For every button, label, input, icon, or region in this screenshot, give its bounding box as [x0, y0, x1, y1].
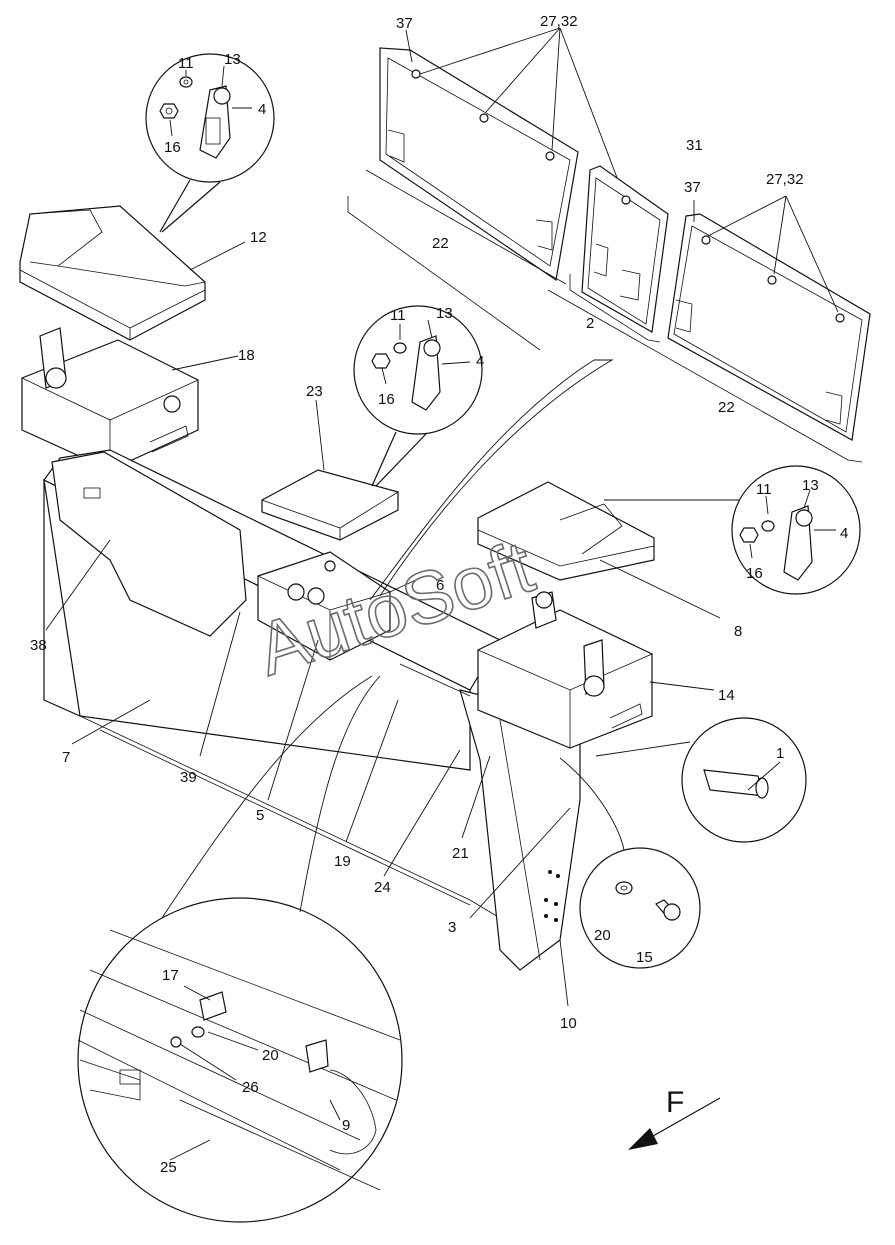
view-letter: F — [666, 1086, 684, 1119]
label-13: 13 — [224, 51, 241, 68]
label-15: 15 — [636, 949, 653, 966]
cover-12 — [19, 205, 246, 341]
label-6: 6 — [436, 577, 444, 594]
label-31: 31 — [686, 137, 703, 154]
label-20: 20 — [262, 1047, 279, 1064]
guide-arc — [369, 359, 614, 601]
cover-8 — [477, 481, 740, 619]
label-37: 37 — [684, 179, 701, 196]
label-8: 8 — [734, 623, 742, 640]
part-labels: 11 13 4 16 12 18 23 11 13 4 16 37 27,32 … — [30, 13, 848, 1176]
label-19: 19 — [334, 853, 351, 870]
label-22: 22 — [718, 399, 735, 416]
label-2: 2 — [586, 315, 594, 332]
panel-2 — [569, 165, 669, 343]
lid-23 — [261, 399, 399, 541]
view-direction-arrow — [628, 1097, 721, 1150]
detail-circle-items-20-15 — [559, 757, 701, 969]
label-9: 9 — [342, 1117, 350, 1134]
label-27-32: 27,32 — [766, 171, 804, 188]
label-17: 17 — [162, 967, 179, 984]
label-11: 11 — [178, 55, 194, 72]
label-10: 10 — [560, 1015, 577, 1032]
panel-22-left — [347, 27, 625, 351]
label-27-32: 27,32 — [540, 13, 578, 30]
label-24: 24 — [374, 879, 391, 896]
label-13: 13 — [436, 305, 453, 322]
label-18: 18 — [238, 347, 255, 364]
label-22: 22 — [432, 235, 449, 252]
detail-circle-large — [77, 675, 403, 1223]
label-11: 11 — [390, 307, 406, 324]
label-38: 38 — [30, 637, 47, 654]
panel-22-right — [547, 195, 871, 463]
label-16: 16 — [164, 139, 181, 156]
detail-circle-item-1 — [595, 717, 807, 843]
label-37: 37 — [396, 15, 413, 32]
label-39: 39 — [180, 769, 197, 786]
detail-circle-right — [731, 465, 861, 595]
latch-icon — [199, 85, 231, 159]
label-23: 23 — [306, 383, 323, 400]
label-12: 12 — [250, 229, 267, 246]
leader-lines — [45, 539, 715, 1007]
label-3: 3 — [448, 919, 456, 936]
label-4: 4 — [840, 525, 848, 542]
label-1: 1 — [776, 745, 784, 762]
label-11: 11 — [756, 481, 772, 498]
label-21: 21 — [452, 845, 469, 862]
label-26: 26 — [242, 1079, 259, 1096]
label-5: 5 — [256, 807, 264, 824]
detail-circle-top — [145, 53, 275, 233]
nut-icon — [159, 103, 179, 119]
label-20: 20 — [594, 927, 611, 944]
label-4: 4 — [258, 101, 266, 118]
detail-circle-middle — [353, 305, 483, 487]
label-14: 14 — [718, 687, 735, 704]
washer-icon — [179, 76, 193, 88]
label-4: 4 — [476, 353, 484, 370]
label-7: 7 — [62, 749, 70, 766]
label-16: 16 — [746, 565, 763, 582]
label-13: 13 — [802, 477, 819, 494]
label-16: 16 — [378, 391, 395, 408]
label-25: 25 — [160, 1159, 177, 1176]
control-box-18 — [21, 327, 239, 471]
